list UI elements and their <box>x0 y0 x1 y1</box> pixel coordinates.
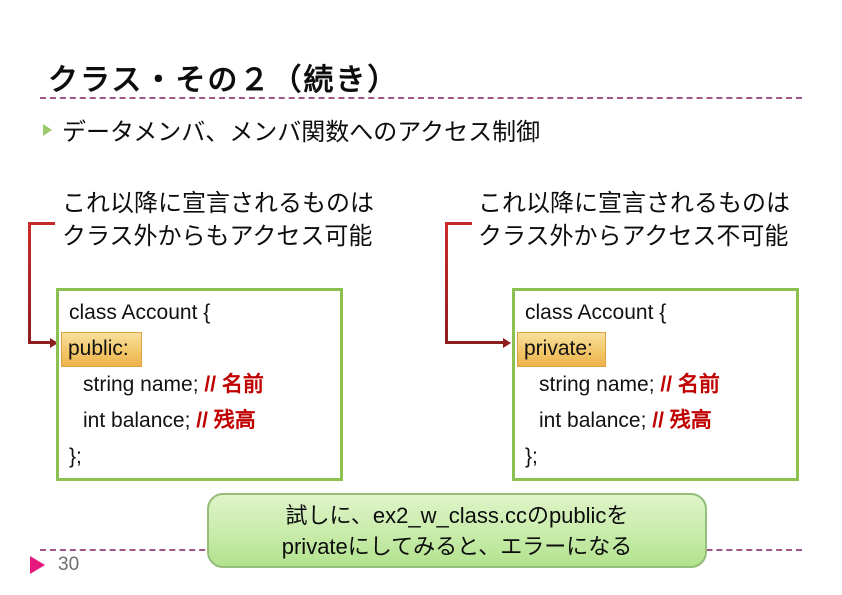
right-code-header: class Account { <box>525 301 667 324</box>
right-note-line2: クラス外からアクセス不可能 <box>478 223 789 250</box>
left-member2-code: int balance; <box>83 409 191 432</box>
right-code-member1: string name; // 名前 <box>539 367 796 403</box>
page-number: 30 <box>58 554 80 575</box>
left-note: これ以降に宣言されるものは クラス外からもアクセス可能 <box>62 187 374 253</box>
right-code-box: class Account { private: string name; //… <box>512 288 799 481</box>
right-code-member2: int balance; // 残高 <box>539 403 796 439</box>
right-member2-comment: // 残高 <box>652 409 712 432</box>
left-bracket-top-segment <box>28 222 55 225</box>
public-access-highlight: public: <box>61 332 142 367</box>
left-bracket-arrowhead-icon <box>50 338 58 348</box>
callout-line1: 試しに、ex2_w_class.ccのpublicを <box>285 502 629 528</box>
bullet-text: データメンバ、メンバ関数へのアクセス制御 <box>62 119 541 146</box>
left-code-member2: int balance; // 残高 <box>83 403 340 439</box>
left-note-line2: クラス外からもアクセス可能 <box>62 223 373 250</box>
right-note-line1: これ以降に宣言されるものは <box>478 190 790 217</box>
bullet-arrow-icon <box>43 124 52 136</box>
page-title: クラス・その２（続き） <box>48 64 400 97</box>
footer-arrow-icon <box>30 556 45 574</box>
private-access-highlight: private: <box>517 332 606 367</box>
left-note-line1: これ以降に宣言されるものは <box>62 190 374 217</box>
right-member1-comment: // 名前 <box>660 373 720 396</box>
right-bracket-top-segment <box>445 222 472 225</box>
right-member1-code: string name; <box>539 373 655 396</box>
right-code-footer: }; <box>525 445 538 468</box>
left-member1-code: string name; <box>83 373 199 396</box>
left-bracket-vertical-segment <box>28 222 31 344</box>
right-bracket-arrowhead-icon <box>503 338 511 348</box>
right-bracket-vertical-segment <box>445 222 448 344</box>
left-member1-comment: // 名前 <box>204 373 264 396</box>
right-bracket-bottom-segment <box>445 341 503 344</box>
callout-box: 試しに、ex2_w_class.ccのpublicを privateにしてみると… <box>207 493 707 568</box>
right-member2-code: int balance; <box>539 409 647 432</box>
left-code-box: class Account { public: string name; // … <box>56 288 343 481</box>
callout-line2: privateにしてみると、エラーになる <box>281 533 633 559</box>
left-code-footer: }; <box>69 445 82 468</box>
right-note: これ以降に宣言されるものは クラス外からアクセス不可能 <box>478 187 790 253</box>
left-code-header: class Account { <box>69 301 211 324</box>
left-bracket-bottom-segment <box>28 341 50 344</box>
left-member2-comment: // 残高 <box>196 409 256 432</box>
title-divider <box>40 97 802 99</box>
left-code-member1: string name; // 名前 <box>83 367 340 403</box>
